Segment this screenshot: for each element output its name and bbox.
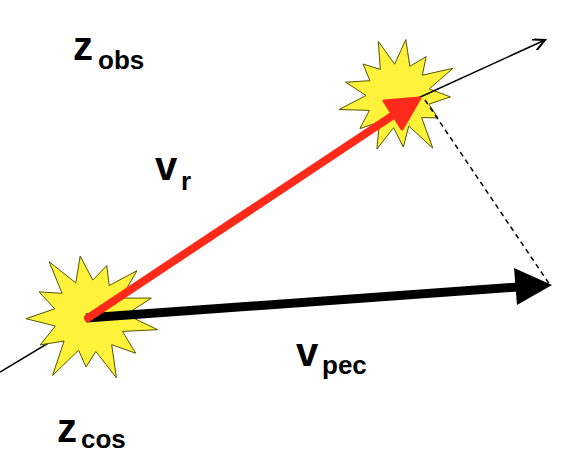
peculiar-velocity-head [514,268,552,305]
subscript: obs [98,47,144,73]
subscript: cos [81,426,126,452]
symbol-letter: z [57,408,77,448]
subscript: pec [322,352,367,378]
symbol-letter: v [296,332,318,372]
symbol-letter: v [155,146,177,186]
sight-line-arrow [405,40,545,104]
peculiar-velocity-shaft [86,287,518,318]
subscript: r [181,168,191,194]
supernova-star [339,40,453,150]
radial-velocity-shaft [88,116,392,318]
symbol-letter: z [73,26,93,66]
radial-velocity-head [384,98,420,129]
projection-line [425,100,550,285]
